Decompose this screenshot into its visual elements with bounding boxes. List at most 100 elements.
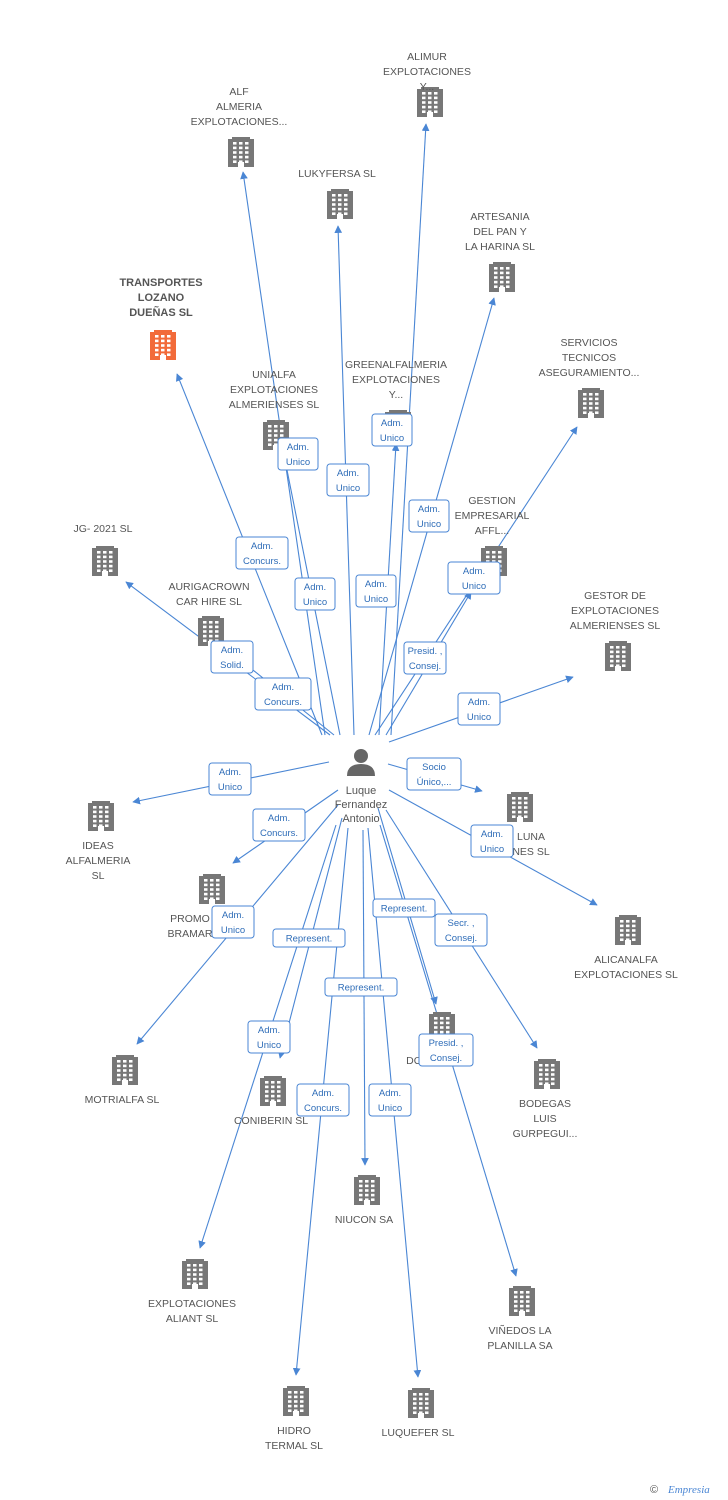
relation-box [406, 757, 462, 791]
company-name-line: LUQUEFER SL [382, 1427, 455, 1439]
company-name-line: NIUCON SA [335, 1214, 393, 1226]
relation-label-jg2021[interactable]: Adm.Solid. [210, 640, 254, 674]
relation-label-alf-almeria[interactable]: Adm.Unico [326, 463, 370, 497]
company-node-alimur[interactable]: ALIMUREXPLOTACIONESY... [383, 51, 471, 117]
relation-text: Unico [218, 782, 242, 793]
company-name-line: CONIBERIN SL [234, 1115, 308, 1127]
relation-text: Adm. [268, 813, 290, 824]
relation-label-gestor[interactable]: Adm.Unico [457, 692, 501, 726]
building-icon [507, 792, 533, 822]
company-name-line: PROMO [170, 913, 210, 925]
company-name-line: EXPLOTACIONES [230, 384, 318, 396]
relation-label-hidro[interactable]: Adm.Concurs. [296, 1083, 350, 1117]
company-node-alf-almeria[interactable]: ALFALMERIAEXPLOTACIONES... [191, 86, 288, 167]
company-name-line: NES SL [512, 846, 550, 858]
relation-text: Unico [417, 519, 441, 530]
company-name-line: EXPLOTACIONES SL [574, 969, 678, 981]
copyright-symbol: © [650, 1484, 658, 1496]
company-node-servicios[interactable]: SERVICIOSTECNICOSASEGURAMIENTO... [539, 337, 640, 418]
center-person[interactable]: Luque Fernandez Antonio [335, 749, 388, 825]
company-node-jg2021[interactable]: JG- 2021 SL [74, 523, 133, 576]
building-icon [578, 388, 604, 418]
relation-label-lukyfersa[interactable]: Adm.Unico [355, 574, 397, 608]
company-name-line: DO [406, 1055, 422, 1067]
relation-label-do[interactable]: Represent. [372, 898, 436, 918]
relation-label-vinedos[interactable]: Presid. ,Consej. [418, 1033, 474, 1067]
relation-label-alicanalfa[interactable]: Adm.Unico [470, 824, 514, 858]
company-node-niucon[interactable]: NIUCON SA [335, 1175, 393, 1226]
company-name-line: HIDRO [277, 1425, 311, 1437]
relation-text: Adm. [221, 645, 243, 656]
relation-label-promo[interactable]: Adm. Concurs. [252, 808, 306, 842]
building-icon [263, 420, 289, 450]
relation-label-artesania[interactable]: Adm.Unico [408, 499, 450, 533]
company-name-line: EXPLOTACIONES [571, 605, 659, 617]
relation-label-niucon[interactable]: Represent. [324, 977, 398, 997]
company-name-line: LUNA [517, 831, 545, 843]
company-name-line: ALICANALFA [594, 954, 658, 966]
relation-text: Concurs. [304, 1103, 342, 1114]
company-node-luquefer[interactable]: LUQUEFER SL [382, 1388, 455, 1439]
company-node-coniberin[interactable]: CONIBERIN SL [234, 1076, 308, 1127]
company-name-line: EXPLOTACIONES [352, 374, 440, 386]
relation-label-greenalf[interactable]: Adm.Unico [294, 577, 336, 611]
building-icon [182, 1259, 208, 1289]
relation-text: Unico [221, 925, 245, 936]
company-name-line: SERVICIOS [561, 337, 618, 349]
relation-text: Represent. [381, 904, 427, 915]
relation-label-explotaciones-aliant[interactable]: Adm.Unico [247, 1020, 291, 1054]
relation-label-servicios[interactable]: Adm.Unico [447, 561, 501, 595]
company-name-line: ALMERIENSES SL [229, 399, 320, 411]
building-icon [199, 874, 225, 904]
company-name-line: LA HARINA SL [465, 241, 535, 253]
company-node-bodegas[interactable]: BODEGASLUISGURPEGUI... [513, 1059, 578, 1140]
relation-label-ideas[interactable]: Adm.Unico [208, 762, 252, 796]
relation-box [252, 808, 306, 842]
relation-label-transportes[interactable]: Adm.Concurs. [235, 536, 289, 570]
relation-label-gestion[interactable]: Presid. ,Consej. [403, 641, 447, 675]
relation-text: Adm. [251, 541, 273, 552]
building-icon [615, 915, 641, 945]
company-node-motrialfa[interactable]: MOTRIALFA SL [85, 1055, 160, 1106]
relation-text: Unico [364, 594, 388, 605]
center-name-line-3: Antonio [342, 813, 379, 825]
relation-label-coniberin[interactable]: Represent. [272, 928, 346, 948]
company-name-line: JG- 2021 SL [74, 523, 133, 535]
relation-box [372, 898, 436, 918]
relation-text: Adm. [481, 829, 503, 840]
relation-box [371, 413, 413, 447]
brand-logo: Empresia [667, 1484, 710, 1496]
relation-label-unialfa[interactable]: Adm.Unico [277, 437, 319, 471]
relation-label-aurigacrown[interactable]: Adm.Concurs. [254, 677, 312, 711]
relation-label-bodegas[interactable]: Secr. ,Consej. [434, 913, 488, 947]
center-name-line-1: Luque [346, 785, 377, 797]
company-name-line: DUEÑAS SL [129, 306, 193, 319]
relation-box [235, 536, 289, 570]
relation-text: Adm. [379, 1088, 401, 1099]
relation-text: Concurs. [260, 828, 298, 839]
company-name-line: EXPLOTACIONES [148, 1298, 236, 1310]
relation-box [355, 574, 397, 608]
relation-label-luna[interactable]: SocioÚnico,... [406, 757, 462, 791]
relation-box [447, 561, 501, 595]
relation-text: Unico [380, 433, 404, 444]
relation-label-motrialfa[interactable]: Adm.Unico [211, 905, 255, 939]
relation-label-alimur[interactable]: Adm.Unico [371, 413, 413, 447]
relation-label-luquefer[interactable]: Adm.Unico [368, 1083, 412, 1117]
company-node-luna[interactable]: LUNA NES SL [507, 792, 550, 858]
building-icon [605, 641, 631, 671]
company-node-alicanalfa[interactable]: ALICANALFA EXPLOTACIONES SL [574, 915, 678, 981]
company-node-lukyfersa[interactable]: LUKYFERSA SL [298, 168, 376, 219]
footer-brand[interactable]: © Empresia [650, 1484, 710, 1496]
company-name-line: SL [92, 870, 105, 882]
